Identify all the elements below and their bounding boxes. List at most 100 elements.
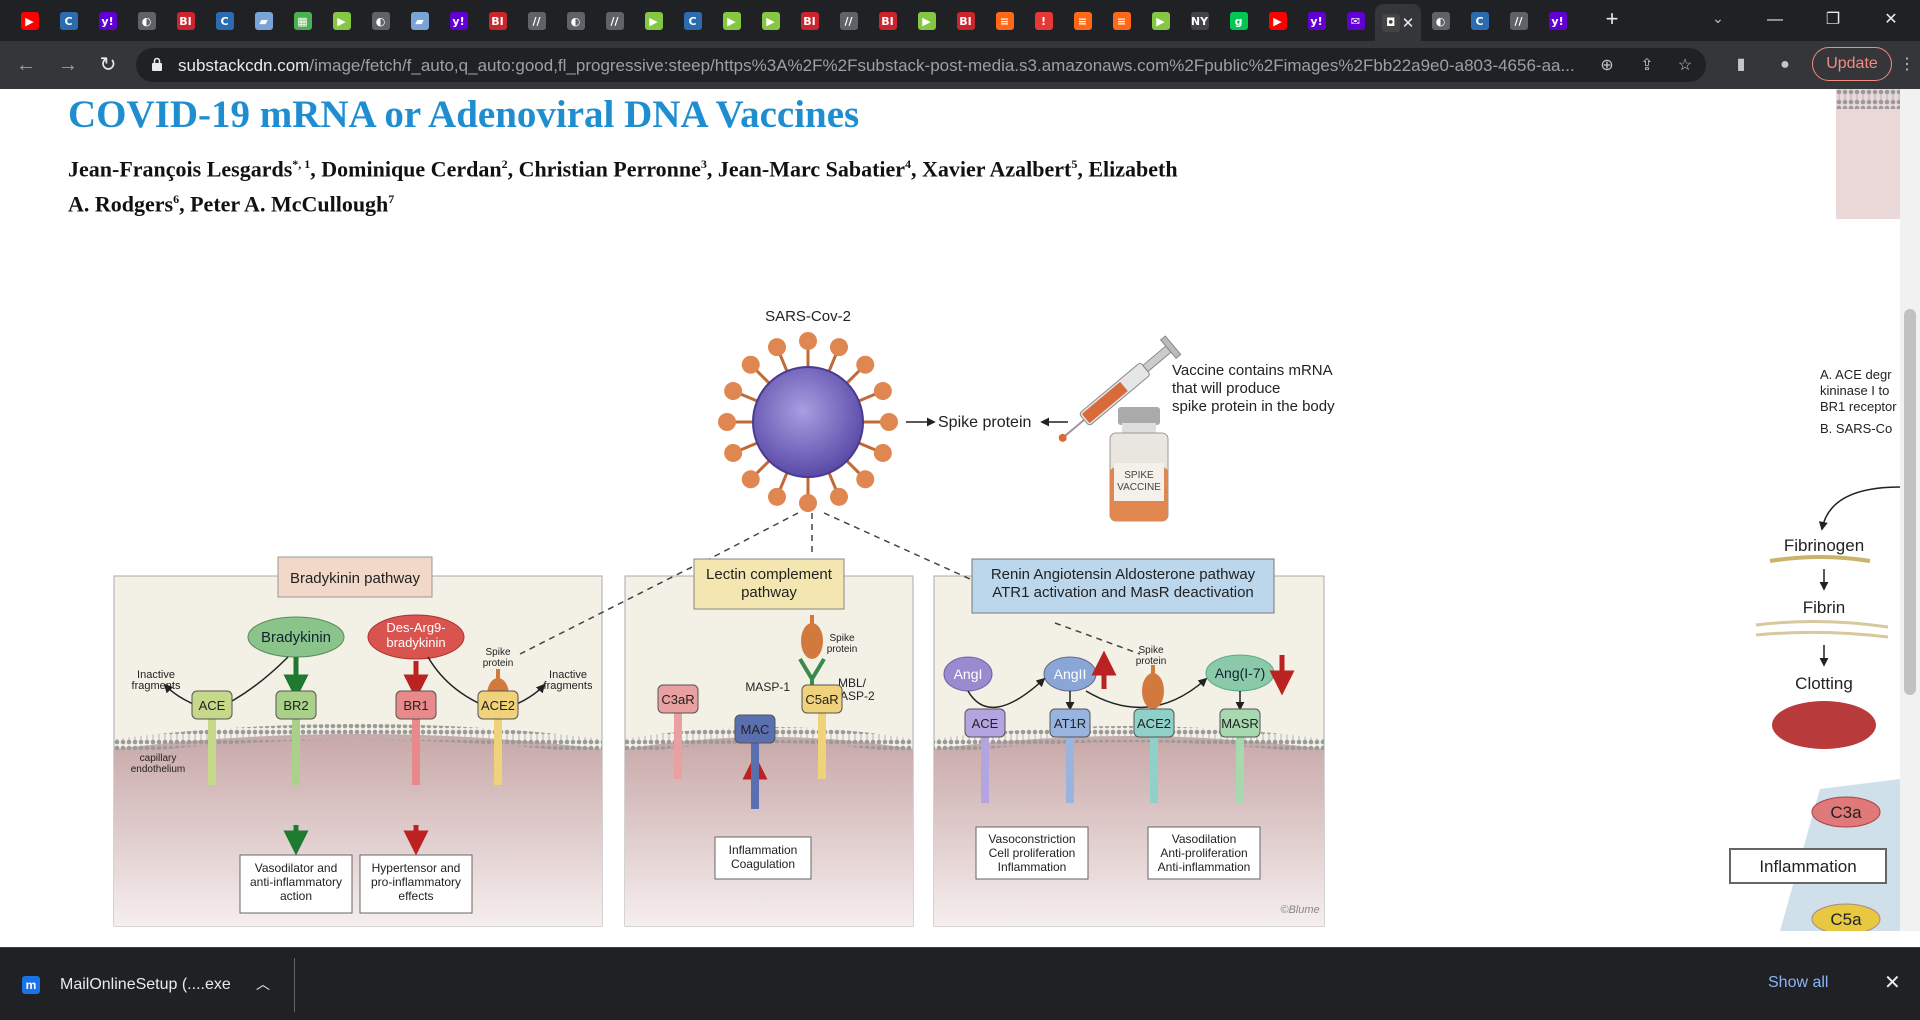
virus-spike-head xyxy=(873,443,892,462)
reload-icon[interactable]: ↻ xyxy=(99,54,117,76)
vertical-scroll-thumb[interactable] xyxy=(1904,309,1916,695)
url-text[interactable]: substackcdn.com/image/fetch/f_auto,q_aut… xyxy=(178,56,1608,76)
des-arg-bradykinin-node xyxy=(367,614,465,660)
receptor-label: C5aR xyxy=(805,692,838,707)
bookmark-star-icon[interactable]: ☆ xyxy=(1677,57,1693,74)
browser-tab[interactable]: ▦ xyxy=(283,4,322,38)
show-all-link[interactable]: Show all xyxy=(1768,974,1829,991)
browser-tab[interactable]: NY xyxy=(1180,4,1219,38)
spike-protein-label: Spike protein xyxy=(938,414,1031,431)
browser-tab[interactable]: ▰ xyxy=(400,4,439,38)
browser-tab[interactable]: ◐ xyxy=(1421,4,1460,38)
receptor: BR2 xyxy=(275,690,317,785)
rumble-play-icon: ▶ xyxy=(1151,12,1170,30)
browser-tab[interactable]: y! xyxy=(88,4,127,38)
restore-button[interactable]: ❐ xyxy=(1825,11,1841,28)
browser-tab[interactable]: ▶ xyxy=(1141,4,1180,38)
browser-tab[interactable]: ▶ xyxy=(907,4,946,38)
c5a-node xyxy=(1811,903,1881,931)
affiliation-marker: 6 xyxy=(173,192,180,207)
browser-tab[interactable]: ◐ xyxy=(361,4,400,38)
share-icon[interactable]: ⇪ xyxy=(1640,57,1654,74)
browser-tab[interactable]: y! xyxy=(1297,4,1336,38)
tab-search-icon[interactable]: ⌄ xyxy=(1712,10,1724,26)
browser-tab[interactable]: BI xyxy=(166,4,205,38)
browser-tab[interactable]: y! xyxy=(1538,4,1577,38)
p3-out1-3: Inflammation xyxy=(998,860,1067,874)
browser-tab[interactable]: BI xyxy=(868,4,907,38)
new-tab-button[interactable]: + xyxy=(1605,6,1619,31)
lectin-title-2: pathway xyxy=(741,584,797,601)
browser-tab[interactable]: ! xyxy=(1024,4,1063,38)
browser-tab[interactable]: BI xyxy=(946,4,985,38)
globe-icon: ◐ xyxy=(566,12,585,30)
raas-title-2: ATR1 activation and MasR deactivation xyxy=(992,584,1254,601)
download-item[interactable]: m MailOnlineSetup (....exe xyxy=(22,966,231,1004)
browser-tab[interactable]: ▶ xyxy=(634,4,673,38)
browser-tab[interactable]: // xyxy=(829,4,868,38)
p3-spike-small-2: protein xyxy=(1136,656,1167,667)
minimize-button[interactable]: — xyxy=(1767,11,1783,28)
browser-tab[interactable]: ▰ xyxy=(244,4,283,38)
zoom-icon[interactable]: ⊕ xyxy=(1600,57,1614,74)
angI-label: AngI xyxy=(954,666,983,682)
raas-title-box xyxy=(971,558,1275,614)
browser-tab[interactable]: ◘✕ xyxy=(1375,4,1421,41)
vial-label-2: VACCINE xyxy=(1117,482,1161,493)
receptor: ACE xyxy=(964,708,1006,803)
mbl-label-1: MBL/ xyxy=(838,676,867,690)
browser-tab[interactable]: ▶ xyxy=(322,4,361,38)
url-host: substackcdn.com xyxy=(178,56,310,75)
artist-signature: ©Blume xyxy=(1280,904,1319,916)
p3-out2-1: Vasodilation xyxy=(1172,832,1237,846)
vertical-scrollbar[interactable] xyxy=(1900,89,1920,931)
menu-icon[interactable]: ⋮ xyxy=(1899,56,1915,73)
side-panel-icon[interactable]: ▮ xyxy=(1736,56,1746,73)
browser-tab[interactable]: ≡ xyxy=(985,4,1024,38)
right-caption-2: kininase I to xyxy=(1820,383,1889,398)
download-file-name: MailOnlineSetup (....exe xyxy=(60,976,231,993)
browser-tab[interactable]: ◐ xyxy=(127,4,166,38)
virus-spike-head xyxy=(724,382,743,401)
close-icon[interactable]: ✕ xyxy=(1884,972,1901,994)
browser-tab[interactable]: ▶ xyxy=(751,4,790,38)
virus-spike-head xyxy=(724,443,743,462)
right-partial-figure: A. ACE degr kininase I to BR1 receptor B… xyxy=(1729,89,1900,931)
rumble-icon: C xyxy=(215,12,234,30)
receptor: MAC xyxy=(734,714,776,809)
close-window-button[interactable]: ✕ xyxy=(1884,11,1898,28)
browser-tab[interactable]: // xyxy=(1499,4,1538,38)
receptor-label: BR1 xyxy=(403,698,428,713)
browser-tab[interactable]: ≡ xyxy=(1102,4,1141,38)
browser-tab[interactable]: C xyxy=(1460,4,1499,38)
p2-out-2: Coagulation xyxy=(731,857,795,871)
browser-tab[interactable]: ≡ xyxy=(1063,4,1102,38)
output-box-vasoconstriction xyxy=(975,826,1089,880)
browser-tab[interactable]: ▶ xyxy=(1258,4,1297,38)
browser-tab[interactable]: ✉ xyxy=(1336,4,1375,38)
browser-tab[interactable]: ▶ xyxy=(712,4,751,38)
chevron-up-icon[interactable]: ︿ xyxy=(256,976,270,992)
back-icon[interactable]: ← xyxy=(16,54,36,76)
browser-tab[interactable]: ▶ xyxy=(10,4,49,38)
browser-tab[interactable]: // xyxy=(517,4,556,38)
browser-tab[interactable]: y! xyxy=(439,4,478,38)
des-arg-label-2: bradykinin xyxy=(386,635,445,650)
browser-tab[interactable]: C xyxy=(673,4,712,38)
address-bar[interactable]: substackcdn.com/image/fetch/f_auto,q_aut… xyxy=(136,48,1706,82)
browser-tab[interactable]: g xyxy=(1219,4,1258,38)
update-button[interactable]: Update xyxy=(1812,47,1892,81)
browser-tab[interactable]: BI xyxy=(478,4,517,38)
browser-tab[interactable]: C xyxy=(205,4,244,38)
forward-icon[interactable]: → xyxy=(58,54,78,76)
profile-icon[interactable]: ● xyxy=(1780,56,1790,73)
close-tab-icon[interactable]: ✕ xyxy=(1401,14,1415,32)
document-icon: ▰ xyxy=(254,12,273,30)
browser-toolbar: ← → ↻ substackcdn.com/image/fetch/f_auto… xyxy=(0,41,1920,89)
browser-tab[interactable]: // xyxy=(595,4,634,38)
browser-tab[interactable]: BI xyxy=(790,4,829,38)
browser-tab[interactable]: ◐ xyxy=(556,4,595,38)
browser-tab[interactable]: C xyxy=(49,4,88,38)
